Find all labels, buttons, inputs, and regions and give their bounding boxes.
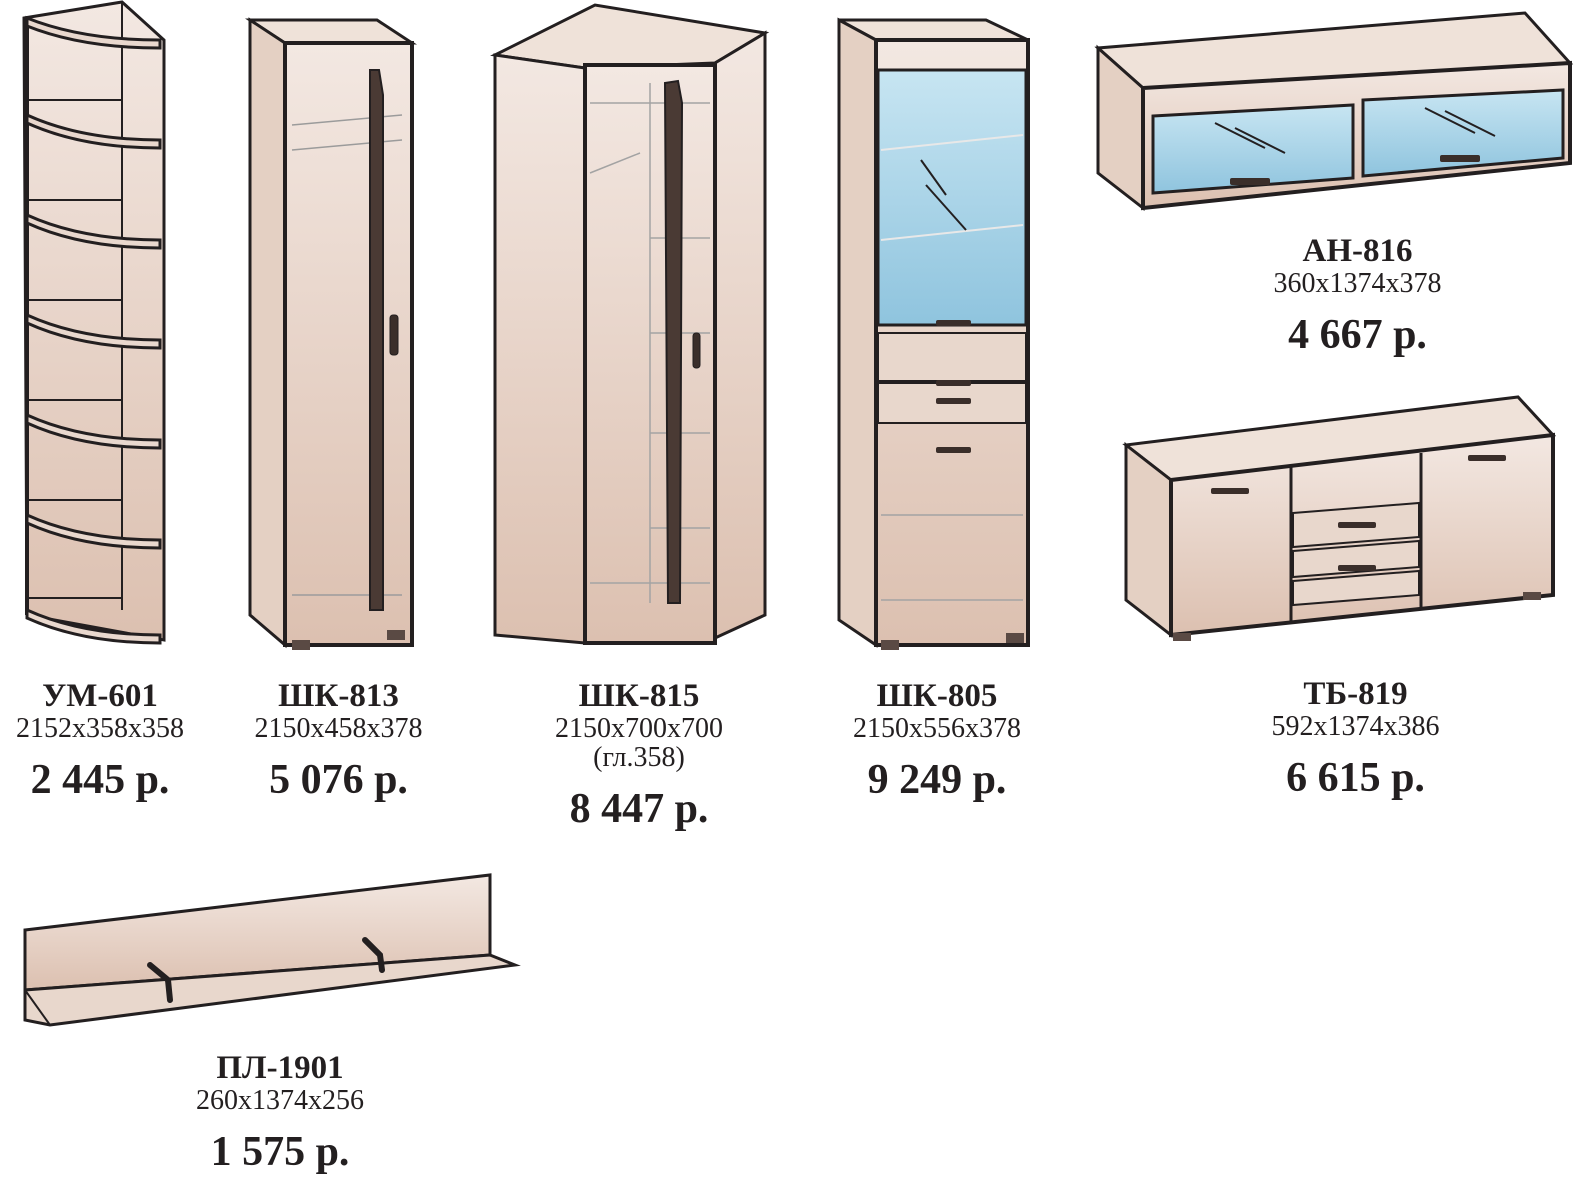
corner-shelf-image: [22, 0, 172, 650]
product-dimensions: 260x1374x256: [196, 1085, 364, 1116]
product-price: 4 667 р.: [1288, 312, 1427, 358]
wardrobe-image: [244, 15, 418, 655]
product-name: ШК-813: [278, 678, 399, 714]
product-price: 9 249 р.: [867, 757, 1007, 803]
product-price: 8 447 р.: [569, 786, 709, 832]
tv-stand-image: [1122, 395, 1558, 645]
product-dimensions: 2150x700x700: [555, 713, 723, 744]
product-dimensions: 592x1374x386: [1271, 711, 1440, 742]
product-dimensions: 2150x458x378: [254, 713, 423, 744]
product-dimensions: 2150x556x378: [853, 713, 1021, 744]
wall-shelf-image: [20, 870, 521, 1030]
product-price: 1 575 р.: [210, 1129, 350, 1175]
corner-wardrobe-image: [490, 3, 775, 648]
product-name: УМ-601: [42, 678, 158, 714]
product-name: ШК-815: [578, 678, 700, 714]
product-note: (гл.358): [593, 742, 685, 773]
wall-cabinet-image: [1094, 8, 1575, 213]
product-name: ПЛ-1901: [216, 1050, 344, 1086]
product-name: ШК-805: [876, 678, 998, 714]
product-price: 5 076 р.: [269, 757, 408, 803]
product-dimensions: 360x1374x378: [1273, 268, 1442, 299]
product-name: ТБ-819: [1303, 676, 1408, 712]
product-dimensions: 2152x358x358: [16, 713, 184, 744]
display-cabinet-image: [836, 15, 1036, 655]
product-price: 6 615 р.: [1286, 755, 1425, 801]
product-name: АН-816: [1302, 233, 1413, 269]
product-price: 2 445 р.: [30, 757, 170, 803]
